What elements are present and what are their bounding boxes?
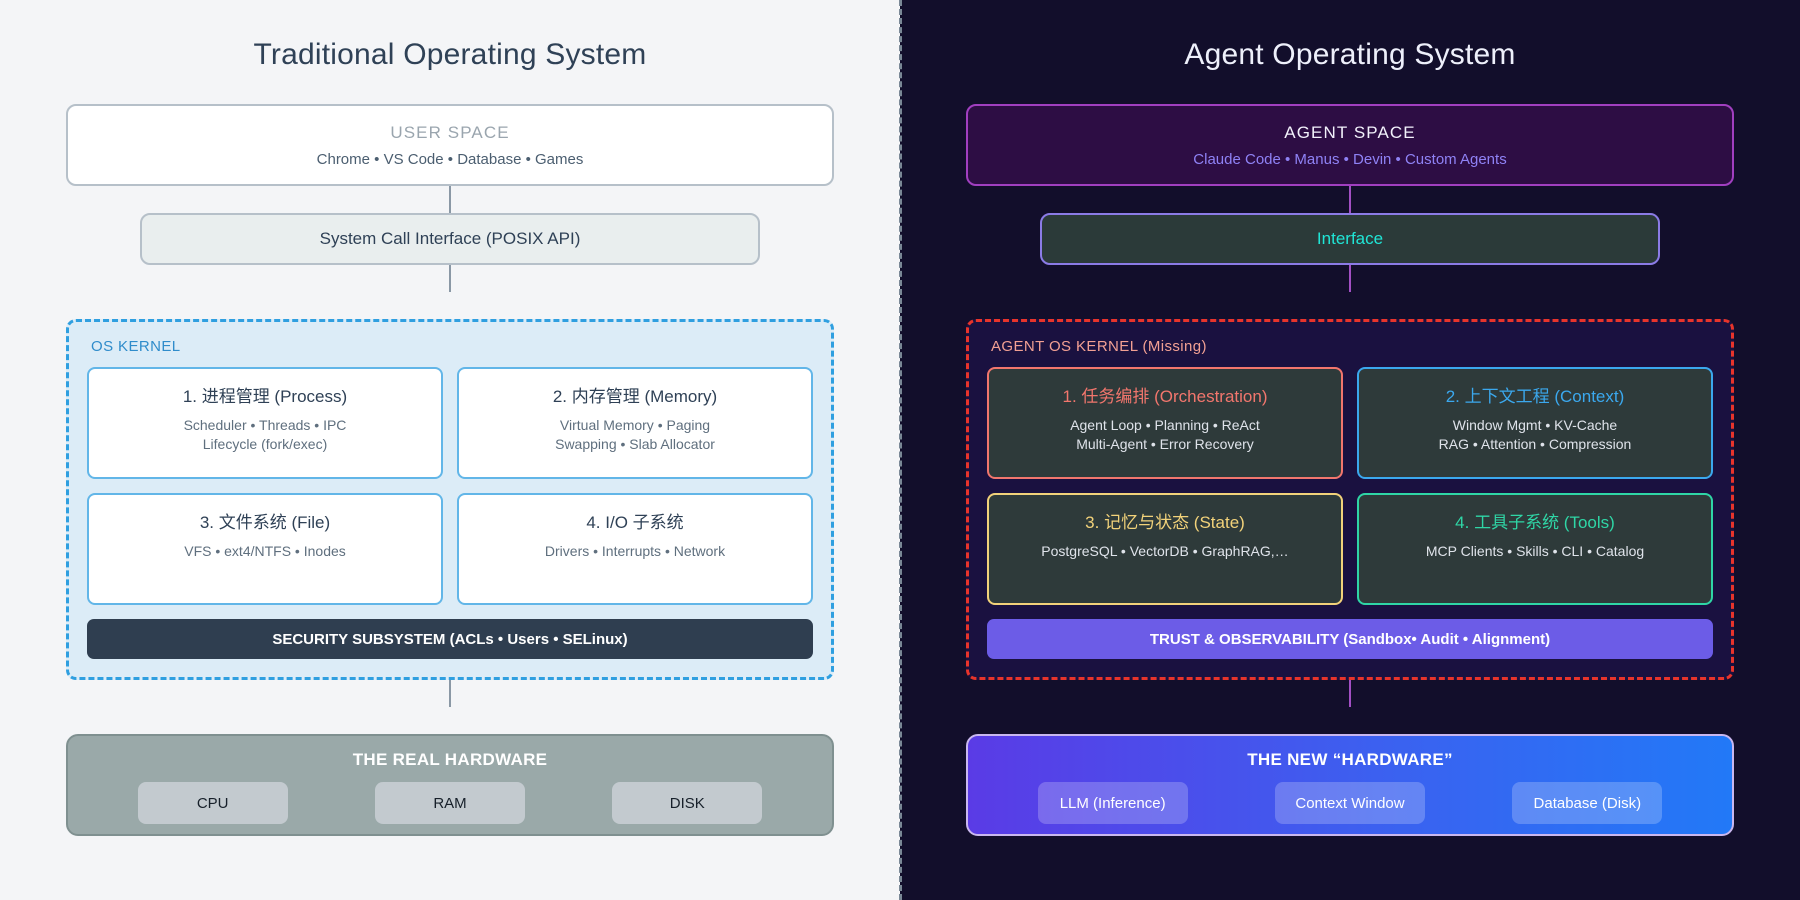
agent-space-subtitle: Claude Code • Manus • Devin • Custom Age… bbox=[1193, 150, 1507, 168]
agent-card-title: 4. 工具子系统 (Tools) bbox=[1455, 513, 1615, 532]
user-space-box: USER SPACE Chrome • VS Code • Database •… bbox=[66, 104, 834, 186]
hardware-chip-cpu: CPU bbox=[137, 782, 288, 824]
trust-observability-bar: TRUST & OBSERVABILITY (Sandbox• Audit • … bbox=[987, 619, 1713, 659]
agent-card-line: MCP Clients • Skills • CLI • Catalog bbox=[1425, 543, 1645, 559]
kernel-card-title: 1. 进程管理 (Process) bbox=[182, 387, 348, 406]
agent-card-line: Window Mgmt • KV-Cache bbox=[1452, 417, 1618, 433]
kernel-card-line: VFS • ext4/NTFS • Inodes bbox=[184, 543, 346, 559]
kernel-card-process: 1. 进程管理 (Process) Scheduler • Threads • … bbox=[87, 367, 443, 479]
agent-card-line: Multi-Agent • Error Recovery bbox=[1076, 436, 1254, 452]
agent-os-panel: Agent Operating System AGENT SPACE Claud… bbox=[900, 0, 1800, 900]
agent-card-title: 1. 任务编排 (Orchestration) bbox=[1062, 387, 1268, 406]
connector-interface-kernel bbox=[1349, 265, 1351, 292]
new-hardware-chip-database: Database (Disk) bbox=[1512, 782, 1663, 824]
agent-space-heading: AGENT SPACE bbox=[1284, 122, 1416, 142]
agent-card-line: RAG • Attention • Compression bbox=[1438, 436, 1632, 452]
new-hardware-chip-llm: LLM (Inference) bbox=[1037, 782, 1188, 824]
connector-kernel-hardware bbox=[449, 680, 451, 707]
kernel-card-title: 4. I/O 子系统 bbox=[586, 513, 684, 532]
connector-agentspace-interface bbox=[1349, 186, 1351, 213]
kernel-card-line: Virtual Memory • Paging bbox=[559, 417, 711, 433]
agent-card-state: 3. 记忆与状态 (State) PostgreSQL • VectorDB •… bbox=[987, 493, 1343, 605]
kernel-card-line: Lifecycle (fork/exec) bbox=[202, 436, 328, 452]
agent-card-tools: 4. 工具子系统 (Tools) MCP Clients • Skills • … bbox=[1357, 493, 1713, 605]
agent-card-orchestration: 1. 任务编排 (Orchestration) Agent Loop • Pla… bbox=[987, 367, 1343, 479]
hardware-title: THE REAL HARDWARE bbox=[352, 750, 548, 769]
connector-userspace-syscall bbox=[449, 186, 451, 213]
left-panel-title: Traditional Operating System bbox=[253, 38, 647, 71]
os-kernel-container: OS KERNEL 1. 进程管理 (Process) Scheduler • … bbox=[66, 319, 834, 680]
right-panel-title: Agent Operating System bbox=[1184, 38, 1516, 71]
new-hardware-title: THE NEW “HARDWARE” bbox=[1247, 750, 1453, 769]
agent-os-kernel-label: AGENT OS KERNEL (Missing) bbox=[991, 338, 1207, 355]
agent-kernel-grid: 1. 任务编排 (Orchestration) Agent Loop • Pla… bbox=[987, 367, 1713, 605]
security-subsystem-bar: SECURITY SUBSYSTEM (ACLs • Users • SELin… bbox=[87, 619, 813, 659]
kernel-card-memory: 2. 内存管理 (Memory) Virtual Memory • Paging… bbox=[457, 367, 813, 479]
new-hardware-chip-context-window: Context Window bbox=[1274, 782, 1425, 824]
hardware-chip-row: CPU RAM DISK bbox=[68, 782, 832, 824]
kernel-card-title: 2. 内存管理 (Memory) bbox=[552, 387, 718, 406]
panel-divider bbox=[899, 0, 902, 900]
kernel-card-file: 3. 文件系统 (File) VFS • ext4/NTFS • Inodes bbox=[87, 493, 443, 605]
agent-card-line: Agent Loop • Planning • ReAct bbox=[1070, 417, 1260, 433]
agent-card-title: 3. 记忆与状态 (State) bbox=[1085, 513, 1245, 532]
os-kernel-grid: 1. 进程管理 (Process) Scheduler • Threads • … bbox=[87, 367, 813, 605]
syscall-interface-box: System Call Interface (POSIX API) bbox=[140, 213, 760, 265]
user-space-subtitle: Chrome • VS Code • Database • Games bbox=[316, 150, 584, 168]
hardware-chip-ram: RAM bbox=[374, 782, 525, 824]
agent-card-context: 2. 上下文工程 (Context) Window Mgmt • KV-Cach… bbox=[1357, 367, 1713, 479]
agent-space-box: AGENT SPACE Claude Code • Manus • Devin … bbox=[966, 104, 1734, 186]
connector-kernel-newhardware bbox=[1349, 680, 1351, 707]
interface-box: Interface bbox=[1040, 213, 1660, 265]
user-space-heading: USER SPACE bbox=[390, 122, 510, 142]
agent-card-title: 2. 上下文工程 (Context) bbox=[1445, 387, 1625, 406]
real-hardware-box: THE REAL HARDWARE CPU RAM DISK bbox=[66, 734, 834, 836]
traditional-os-panel: Traditional Operating System USER SPACE … bbox=[66, 38, 834, 836]
connector-syscall-kernel bbox=[449, 265, 451, 292]
os-kernel-label: OS KERNEL bbox=[91, 338, 181, 355]
kernel-card-line: Swapping • Slab Allocator bbox=[555, 436, 715, 452]
kernel-card-title: 3. 文件系统 (File) bbox=[199, 513, 331, 532]
agent-card-line: PostgreSQL • VectorDB • GraphRAG,… bbox=[1041, 543, 1289, 559]
new-hardware-chip-row: LLM (Inference) Context Window Database … bbox=[968, 782, 1732, 824]
kernel-card-line: Scheduler • Threads • IPC bbox=[183, 417, 347, 433]
hardware-chip-disk: DISK bbox=[612, 782, 763, 824]
kernel-card-line: Drivers • Interrupts • Network bbox=[544, 543, 726, 559]
agent-os-kernel-container: AGENT OS KERNEL (Missing) 1. 任务编排 (Orche… bbox=[966, 319, 1734, 680]
kernel-card-io: 4. I/O 子系统 Drivers • Interrupts • Networ… bbox=[457, 493, 813, 605]
new-hardware-box: THE NEW “HARDWARE” LLM (Inference) Conte… bbox=[966, 734, 1734, 836]
